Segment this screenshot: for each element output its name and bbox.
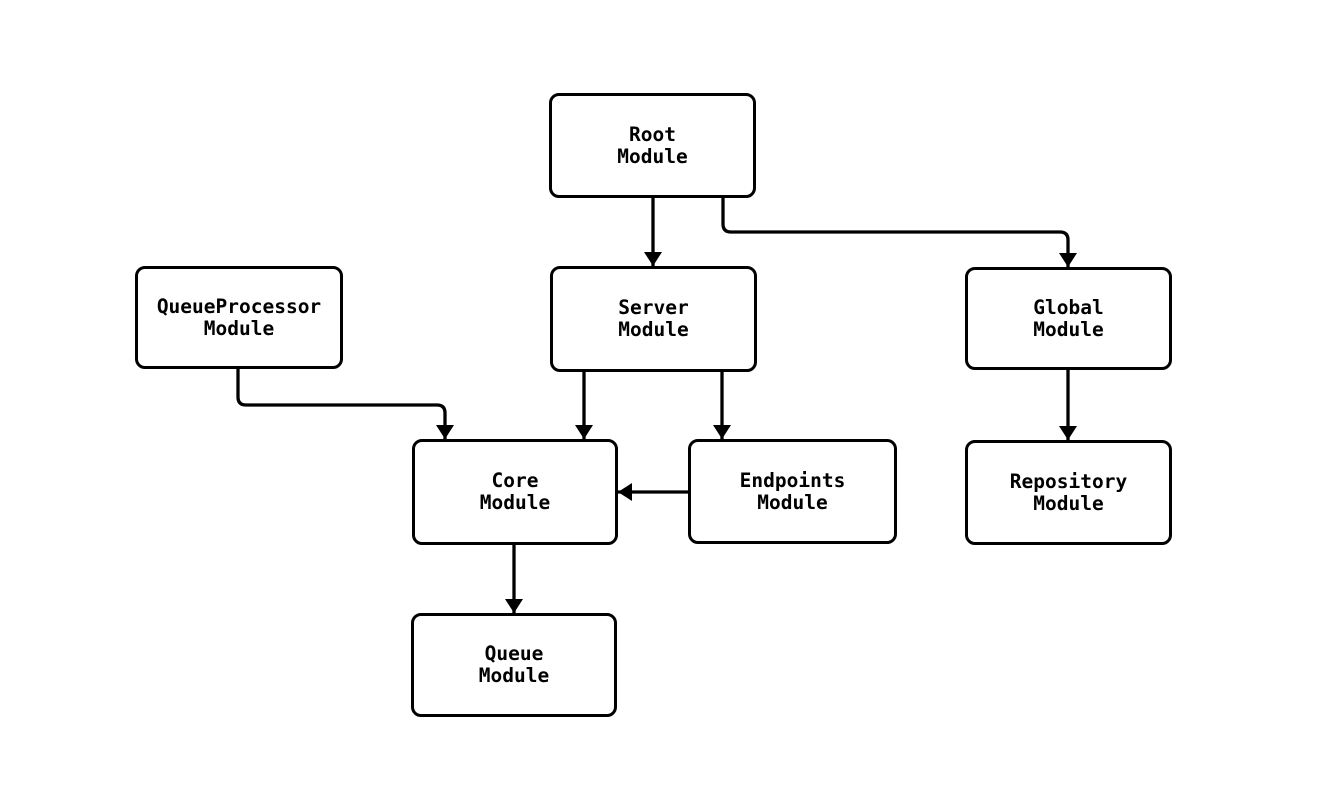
node-label-line: Endpoints [739,468,846,492]
node-label-line: Module [1033,317,1104,341]
node-label-line: Module [203,316,275,340]
node-label-line: Repository [1009,469,1128,493]
node-label-line: Global [1033,295,1104,319]
edge-queueprocessor-core [236,369,454,439]
node-label-line: Server [618,296,689,320]
node-label-line: Queue [484,642,544,666]
node-label-line: Module [479,491,551,514]
node-label-line: QueueProcessor [156,294,322,318]
node-label-line: Module [618,318,689,341]
node-label-line: Module [478,664,550,687]
node-label-line: Module [1033,491,1104,515]
edge-root-global [721,198,1077,267]
node-label-line: Module [617,144,688,168]
node-label-line: Module [757,490,828,514]
node-label-line: Root [629,122,676,146]
node-label-line: Core [491,469,539,493]
